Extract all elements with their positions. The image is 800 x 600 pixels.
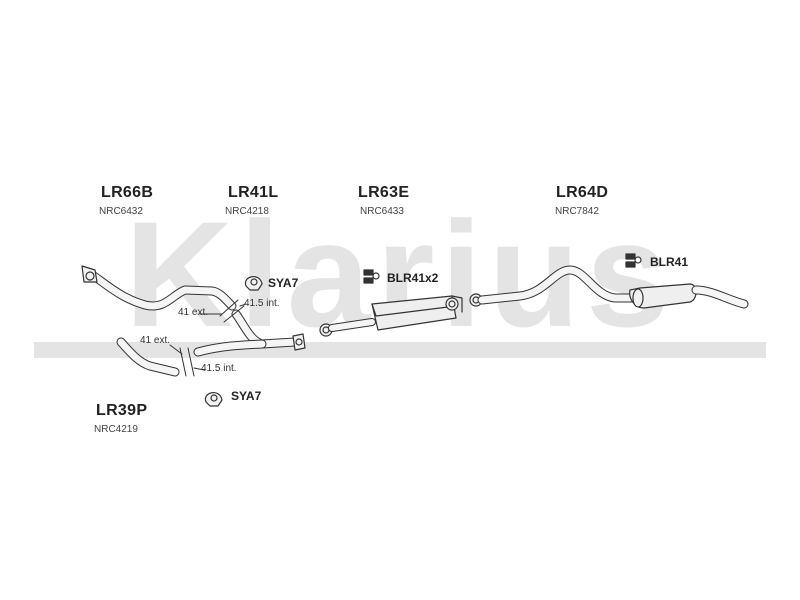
section-code-lr66b: LR66B: [101, 184, 154, 201]
rubber-mount-icon: [363, 269, 380, 284]
section-ref-nrc7842: NRC7842: [555, 206, 599, 217]
section-ref-nrc4219: NRC4219: [94, 424, 138, 435]
section-code-lr63e: LR63E: [358, 184, 410, 201]
dimension-upper-int: 41.5 int.: [244, 298, 280, 309]
watermark-brand-text: Klarius: [125, 214, 676, 358]
fitting-label-blr41: BLR41: [650, 255, 689, 269]
section-ref-nrc6433: NRC6433: [360, 206, 404, 217]
part-lr41l-pipe: [193, 309, 306, 357]
clamp-icon: [244, 276, 263, 291]
dimension-marks: [169, 299, 247, 377]
fitting-label-sya7-lower: SYA7: [231, 389, 262, 403]
part-lr66b-pipe: [81, 265, 237, 311]
part-lr39p-pipe: [116, 337, 180, 377]
fitting-label-blr41x2: BLR41x2: [387, 271, 439, 285]
part-lr64d-rear: [469, 265, 749, 309]
section-code-lr39p: LR39P: [96, 402, 148, 419]
section-ref-nrc6432: NRC6432: [99, 206, 143, 217]
rubber-mount-icon: [625, 253, 642, 268]
section-ref-nrc4218: NRC4218: [225, 206, 269, 217]
dimension-upper-ext: 41 ext.: [178, 307, 209, 318]
section-code-lr41l: LR41L: [228, 184, 279, 201]
dimension-lower-int: 41.5 int.: [201, 363, 237, 374]
part-lr63e-silencer: [319, 295, 463, 337]
fitting-label-sya7-upper: SYA7: [268, 276, 299, 290]
klarius-watermark: Klarius: [34, 214, 766, 358]
section-code-lr64d: LR64D: [556, 184, 609, 201]
clamp-icon: [204, 392, 223, 407]
dimension-lower-ext: 41 ext.: [140, 335, 171, 346]
